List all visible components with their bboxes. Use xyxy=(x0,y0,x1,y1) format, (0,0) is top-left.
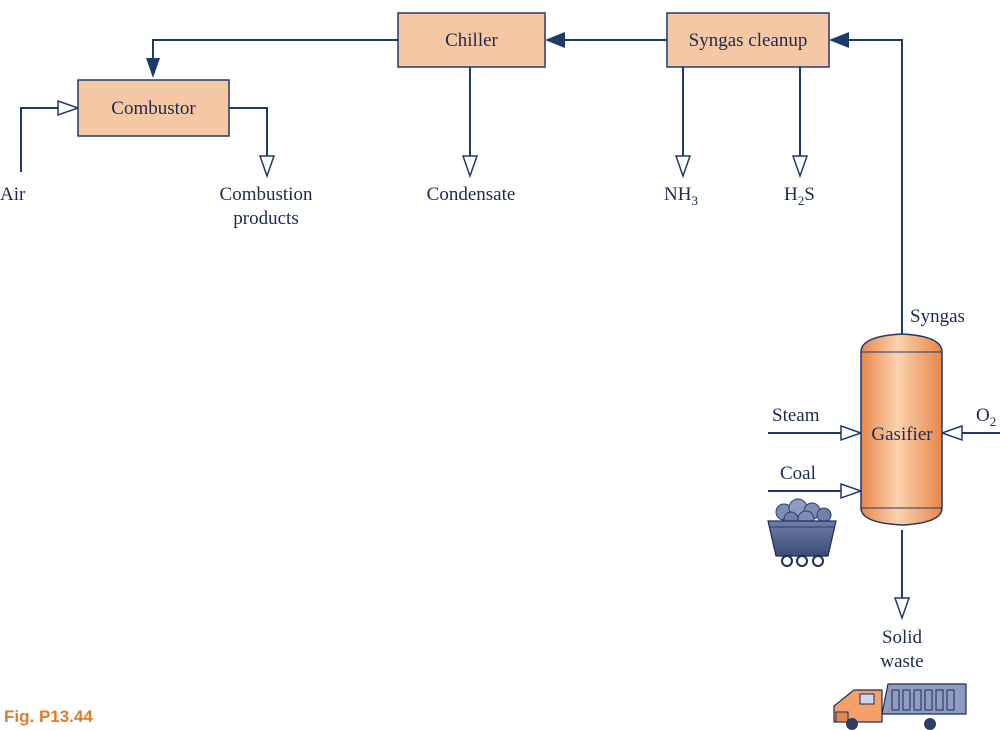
dump-truck-icon xyxy=(833,683,967,730)
figure-caption: Fig. P13.44 xyxy=(4,707,93,726)
steam-label: Steam xyxy=(772,405,820,426)
solid-waste-arrowhead xyxy=(893,597,911,621)
condensate-label: Condensate xyxy=(427,184,516,205)
condensate-arrowhead xyxy=(461,155,479,179)
coal-cart-icon xyxy=(767,498,837,567)
combustor-unit: Combustor xyxy=(77,79,230,137)
combustion-products-label-line2: products xyxy=(233,208,298,229)
o2-subscript: 2 xyxy=(990,414,997,429)
nh3-label: NH3 xyxy=(664,184,698,208)
air-inlet-line xyxy=(20,107,58,172)
gasifier-vessel: Gasifier xyxy=(860,333,943,526)
solid-waste-label-line1: Solid xyxy=(882,627,923,648)
combustor-label: Combustor xyxy=(111,98,196,119)
h2s-main-text-1: H xyxy=(784,184,798,205)
o2-arrowhead xyxy=(939,424,963,442)
syngas-cleanup-label: Syngas cleanup xyxy=(689,30,808,51)
chiller-unit: Chiller xyxy=(397,12,546,68)
combustion-products-label-line1: Combustion xyxy=(220,184,313,205)
h2s-label: H2S xyxy=(784,184,815,208)
o2-label: O2 xyxy=(976,405,996,429)
cleanup-to-chiller-arrowhead xyxy=(545,32,565,48)
gasifier-label: Gasifier xyxy=(871,424,933,445)
air-arrowhead xyxy=(57,99,81,117)
solid-waste-label-line2: waste xyxy=(880,651,923,672)
air-label: Air xyxy=(0,184,26,205)
nh3-arrowhead xyxy=(674,155,692,179)
syngas-arrowhead xyxy=(829,32,849,48)
chiller-to-combustor-line xyxy=(152,39,398,60)
combustion-products-arrowhead xyxy=(258,155,276,179)
h2s-main-text-2: S xyxy=(804,184,815,205)
chiller-to-combustor-arrowhead xyxy=(146,58,160,78)
combustion-products-line xyxy=(229,107,268,156)
nh3-subscript: 3 xyxy=(691,193,698,208)
syngas-riser-line xyxy=(849,39,903,336)
syngas-label: Syngas xyxy=(910,306,965,327)
steam-arrowhead xyxy=(840,424,864,442)
o2-main-text: O xyxy=(976,405,990,426)
nh3-main-text: NH xyxy=(664,184,692,205)
syngas-cleanup-unit: Syngas cleanup xyxy=(666,12,830,68)
h2s-subscript: 2 xyxy=(798,193,805,208)
coal-arrowhead xyxy=(840,482,864,500)
h2s-arrowhead xyxy=(791,155,809,179)
coal-label: Coal xyxy=(780,463,816,484)
chiller-label: Chiller xyxy=(445,30,498,51)
